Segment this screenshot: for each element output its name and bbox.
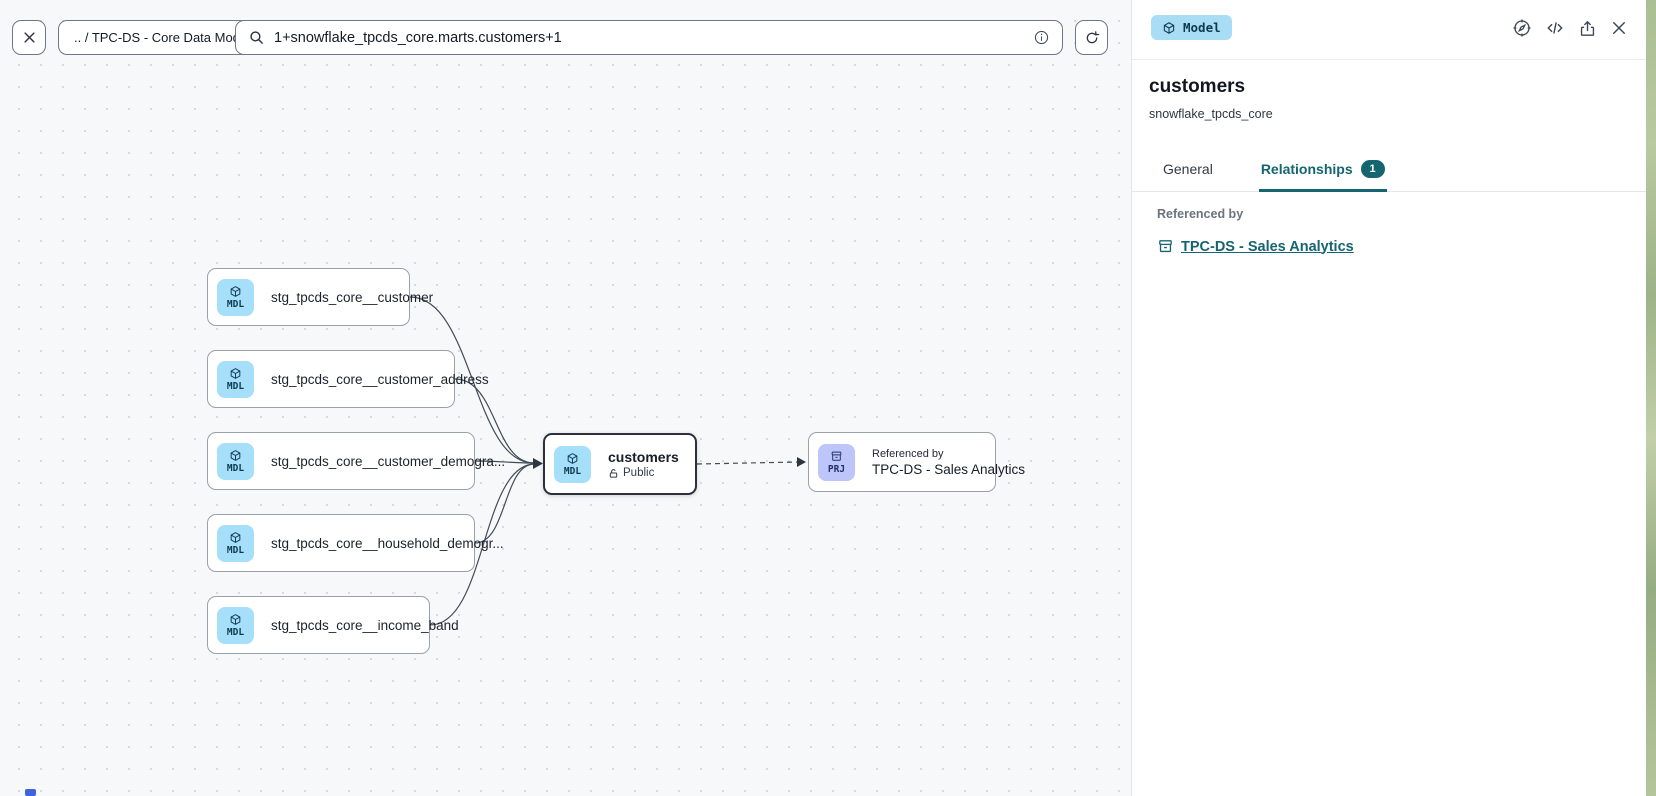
chip-label: PRJ bbox=[827, 463, 846, 475]
node-label: stg_tpcds_core__household_demogr... bbox=[271, 535, 504, 551]
refresh-icon bbox=[1084, 30, 1100, 46]
details-panel: Model customers snowflake_tpcds_core Gen… bbox=[1131, 0, 1646, 796]
node-stg-tpcds-core-income-band[interactable]: MDL stg_tpcds_core__income_band bbox=[207, 596, 459, 654]
node-stg-tpcds-core-customer-demographics[interactable]: MDL stg_tpcds_core__customer_demogra... bbox=[207, 432, 505, 490]
search-icon bbox=[248, 29, 265, 46]
tab-general-label: General bbox=[1163, 161, 1213, 177]
chip-label: MDL bbox=[226, 462, 245, 474]
refresh-button[interactable] bbox=[1075, 20, 1108, 55]
entity-type-label: Model bbox=[1183, 20, 1221, 35]
archive-icon bbox=[1157, 238, 1174, 255]
cube-icon bbox=[229, 285, 242, 298]
panel-tabs: General Relationships 1 bbox=[1132, 148, 1646, 192]
cube-icon bbox=[229, 531, 242, 544]
panel-title-block: customers snowflake_tpcds_core bbox=[1132, 60, 1646, 121]
tab-relationships-label: Relationships bbox=[1260, 161, 1353, 177]
archive-icon bbox=[830, 450, 843, 463]
model-type-chip: MDL bbox=[554, 445, 591, 483]
node-stg-tpcds-core-customer-address[interactable]: MDL stg_tpcds_core__customer_address bbox=[207, 350, 489, 408]
search-input[interactable] bbox=[274, 29, 1024, 46]
unlock-icon bbox=[608, 468, 619, 479]
node-title: customers bbox=[608, 449, 679, 465]
panel-subtitle: snowflake_tpcds_core bbox=[1149, 107, 1273, 121]
referenced-project-link[interactable]: TPC-DS - Sales Analytics bbox=[1181, 238, 1354, 255]
referenced-by-label: Referenced by bbox=[1157, 207, 1244, 221]
lineage-canvas[interactable]: .. / TPC-DS - Core Data Models MDL stg_t… bbox=[0, 0, 1131, 796]
bottom-left-widget[interactable] bbox=[25, 789, 36, 796]
chip-label: MDL bbox=[226, 380, 245, 392]
cube-icon bbox=[229, 367, 242, 380]
panel-title: customers bbox=[1149, 76, 1246, 97]
relationships-content: Referenced by TPC-DS - Sales Analytics bbox=[1132, 192, 1646, 255]
node-stg-tpcds-core-customer[interactable]: MDL stg_tpcds_core__customer bbox=[207, 268, 433, 326]
close-panel-icon[interactable] bbox=[1610, 19, 1628, 37]
chip-label: MDL bbox=[226, 298, 245, 310]
model-type-chip: MDL bbox=[217, 360, 254, 398]
close-icon bbox=[22, 30, 37, 45]
lineage-search[interactable] bbox=[235, 20, 1063, 55]
node-stg-tpcds-core-household-demographics[interactable]: MDL stg_tpcds_core__household_demogr... bbox=[207, 514, 504, 572]
chip-label: MDL bbox=[226, 544, 245, 556]
cube-icon bbox=[229, 613, 242, 626]
node-label: stg_tpcds_core__customer_demogra... bbox=[271, 453, 506, 469]
cube-icon bbox=[229, 449, 242, 462]
cube-icon bbox=[566, 452, 579, 465]
chip-label: MDL bbox=[563, 465, 582, 477]
model-type-chip: MDL bbox=[217, 606, 254, 644]
project-type-chip: PRJ bbox=[818, 443, 855, 481]
panel-actions bbox=[1512, 15, 1628, 38]
edges-layer bbox=[409, 296, 806, 626]
model-type-chip: MDL bbox=[217, 278, 254, 316]
close-lineage-button[interactable] bbox=[12, 20, 46, 55]
access-label: Public bbox=[623, 467, 655, 479]
tab-relationships[interactable]: Relationships 1 bbox=[1258, 148, 1387, 192]
access-row: Public bbox=[608, 467, 679, 479]
share-icon[interactable] bbox=[1578, 19, 1597, 38]
node-label: stg_tpcds_core__income_band bbox=[271, 617, 459, 633]
breadcrumb-label: .. / TPC-DS - Core Data Models bbox=[74, 30, 257, 45]
node-customers-selected[interactable]: MDL customers Public bbox=[543, 433, 697, 495]
entity-type-badge: Model bbox=[1151, 15, 1232, 40]
cube-icon bbox=[1162, 21, 1176, 35]
desktop-wallpaper-sliver bbox=[1646, 0, 1656, 796]
node-kicker: Referenced by bbox=[872, 447, 944, 460]
code-icon[interactable] bbox=[1545, 18, 1565, 38]
node-label: stg_tpcds_core__customer bbox=[271, 289, 434, 305]
explore-lineage-icon[interactable] bbox=[1512, 18, 1532, 38]
info-icon[interactable] bbox=[1033, 29, 1050, 46]
model-type-chip: MDL bbox=[217, 524, 254, 562]
node-referenced-by-project[interactable]: PRJ Referenced by TPC-DS - Sales Analyti… bbox=[808, 432, 1025, 492]
model-type-chip: MDL bbox=[217, 442, 254, 480]
panel-header: Model bbox=[1132, 0, 1646, 60]
relationships-count-badge: 1 bbox=[1360, 160, 1385, 178]
node-title: TPC-DS - Sales Analytics bbox=[872, 461, 1026, 477]
node-label: stg_tpcds_core__customer_address bbox=[271, 371, 489, 387]
reference-link-row: TPC-DS - Sales Analytics bbox=[1157, 238, 1627, 255]
chip-label: MDL bbox=[226, 626, 245, 638]
tab-general[interactable]: General bbox=[1161, 148, 1215, 191]
